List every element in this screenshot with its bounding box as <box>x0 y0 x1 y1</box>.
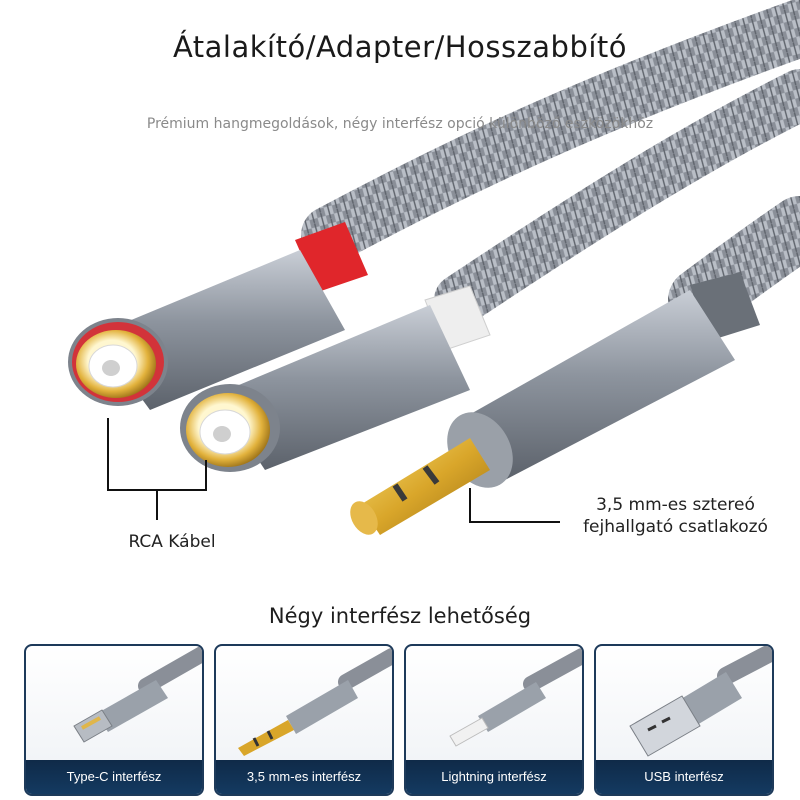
audio-jack-label-line2: fejhallgató csatlakozó <box>583 517 768 537</box>
braided-cable-top <box>301 0 800 264</box>
option-card-label: 3,5 mm-es interfész <box>216 760 392 794</box>
audio-jack-icon <box>238 648 392 756</box>
usb-a-connector-icon <box>629 646 772 757</box>
audio-jack-connector <box>350 272 760 535</box>
option-card-audio-jack: 3,5 mm-es interfész <box>214 644 394 796</box>
rca-callout-bracket <box>107 418 207 520</box>
option-card-label: Lightning interfész <box>406 760 582 794</box>
jack-callout-line <box>469 488 560 523</box>
lightning-connector-icon <box>449 648 582 747</box>
rca-cable-label: RCA Kábel <box>128 532 216 552</box>
page-subtitle: Prémium hangmegoldások, négy interfész o… <box>146 116 654 132</box>
option-card-label: USB interfész <box>596 760 772 794</box>
product-hero-illustration <box>68 0 800 535</box>
audio-jack-label: 3,5 mm-es sztereó fejhallgató csatlakozó <box>568 494 783 538</box>
braided-cable-middle <box>434 69 800 326</box>
white-rca-connector <box>180 285 491 472</box>
option-card-usb: USB interfész <box>594 644 774 796</box>
red-rca-connector <box>68 222 368 410</box>
usb-c-connector-icon <box>73 646 202 743</box>
page-title: Átalakító/Adapter/Hosszabbító <box>172 30 628 64</box>
interface-options-title: Négy interfész lehetőség <box>268 604 532 628</box>
option-card-label: Type-C interfész <box>26 760 202 794</box>
audio-jack-label-line1: 3,5 mm-es sztereó <box>596 495 755 515</box>
option-card-lightning: Lightning interfész <box>404 644 584 796</box>
option-card-type-c: Type-C interfész <box>24 644 204 796</box>
